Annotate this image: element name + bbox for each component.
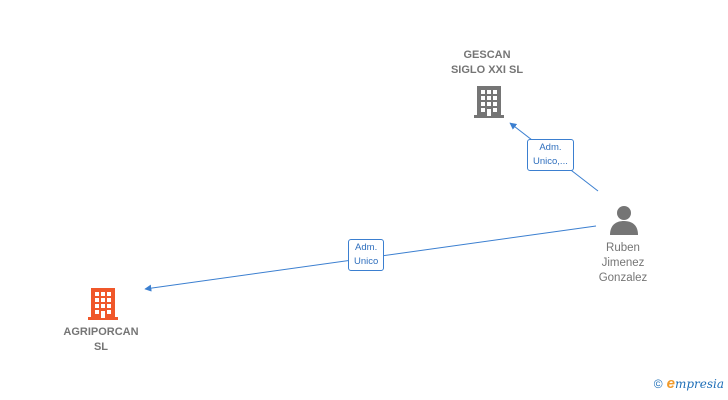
node-label-line: SIGLO XXI SL [450, 64, 524, 76]
edge-label-line: Adm. [355, 242, 378, 253]
edge-label-line: Unico [354, 256, 379, 267]
node-label-line: GESCAN [463, 49, 511, 61]
node-label-line: Gonzalez [598, 272, 648, 284]
edge-label-line: Unico,... [533, 156, 568, 167]
brand-name: mpresia [674, 377, 724, 391]
node-label-line: AGRIPORCAN [63, 326, 139, 338]
node-label-agriporcan[interactable]: AGRIPORCAN SL [46, 325, 156, 355]
node-label-line: SL [93, 341, 109, 353]
node-label-line: Jimenez [601, 257, 645, 269]
copyright-icon: © [653, 376, 663, 391]
node-label-line: Ruben [606, 242, 640, 254]
brand-e-glyph: e [666, 375, 675, 392]
edge-label-line: Adm. [539, 142, 562, 153]
node-label-ruben[interactable]: Ruben Jimenez Gonzalez [582, 241, 664, 286]
empresia-logo[interactable]: © empresia [654, 375, 724, 392]
building-icon-agriporcan[interactable] [87, 286, 119, 320]
node-label-gescan[interactable]: GESCAN SIGLO XXI SL [437, 48, 537, 78]
building-icon-gescan[interactable] [473, 84, 505, 118]
edge-label-to-gescan[interactable]: Adm. Unico,... [527, 139, 574, 171]
edge-label-to-agriporcan[interactable]: Adm. Unico [348, 239, 385, 271]
person-icon-ruben[interactable] [609, 205, 639, 235]
